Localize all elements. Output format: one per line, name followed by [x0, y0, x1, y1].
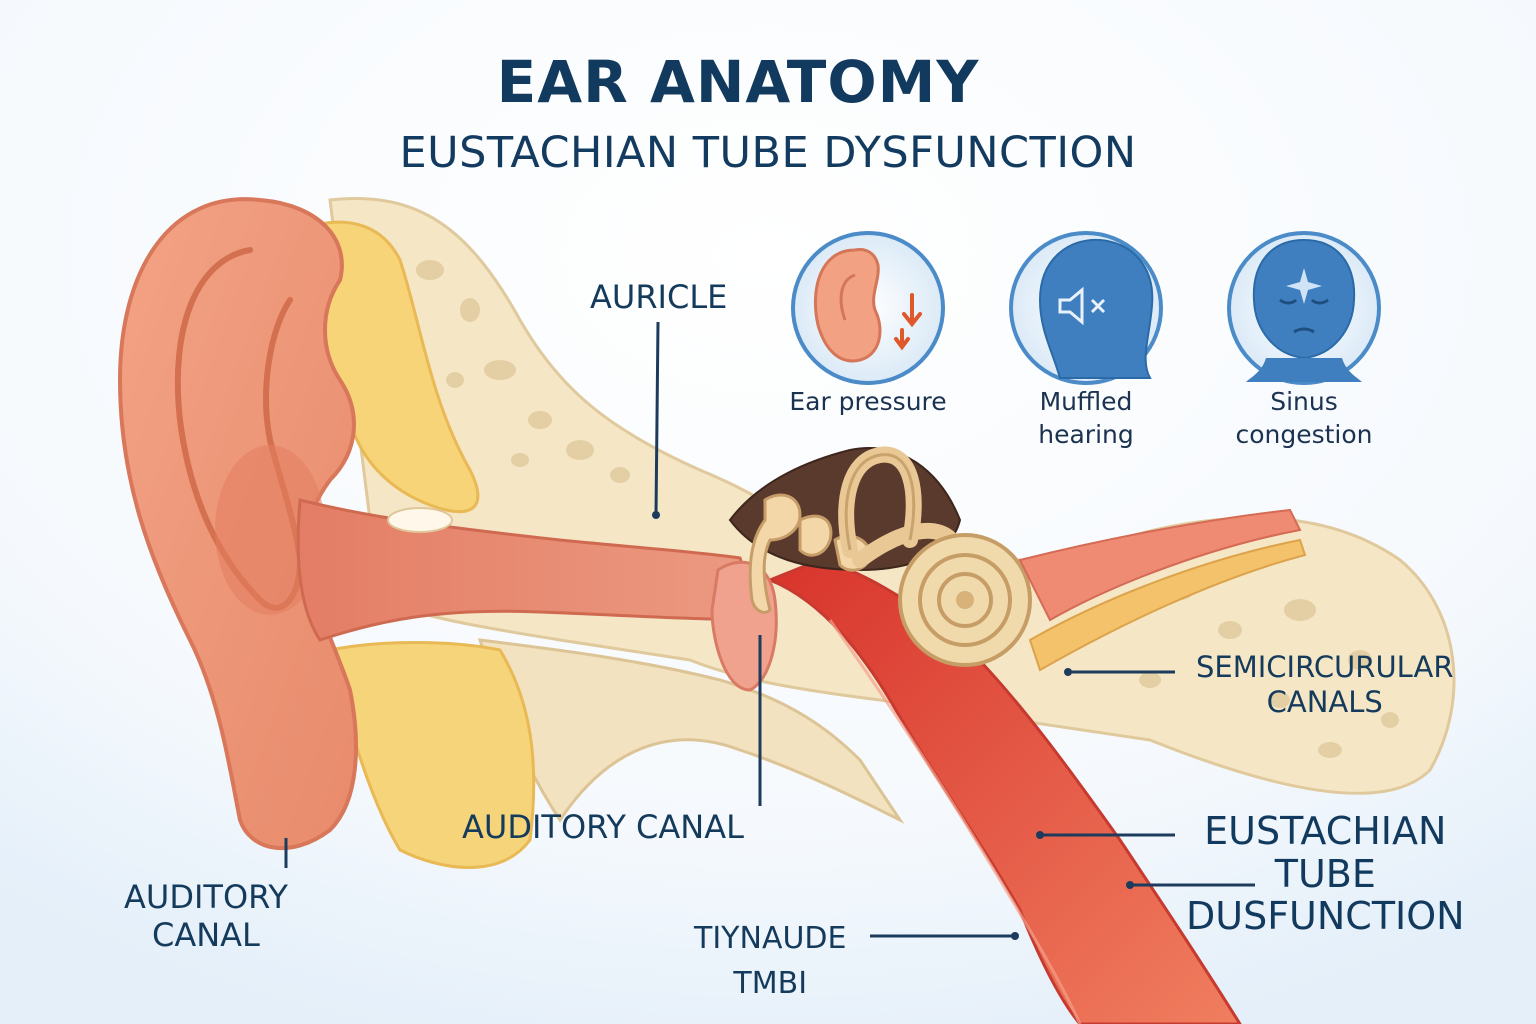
- leader-auricle: [654, 321, 660, 516]
- bone-texture: [416, 260, 1399, 758]
- cartilage-lower: [328, 641, 536, 869]
- symptom-ear-pressure: Ear pressure: [789, 387, 947, 416]
- label-semicircular-canals: SEMICIRCURULAR CANALS: [1196, 650, 1454, 719]
- nerve-band-yellow: [1028, 538, 1307, 672]
- label-eustachian-tube: EUSTACHIAN TUBE DUSFUNCTION: [1186, 809, 1465, 939]
- temporal-bone-lower: [477, 638, 905, 824]
- concha: [215, 445, 325, 615]
- leader-lines: [284, 321, 1255, 938]
- label-auditory-canal-center: AUDITORY CANAL: [462, 808, 744, 846]
- bone-pad: [387, 507, 453, 533]
- ear-pressure-icon: [791, 231, 945, 385]
- sinus-congestion-icon: [1227, 231, 1381, 385]
- label-tympanic: TIYNAUDE TMBI: [694, 921, 847, 1001]
- nerve-bundle: [1018, 508, 1302, 622]
- leader-dots: [652, 511, 1134, 940]
- canal-outline: [844, 453, 916, 551]
- page-subtitle: EUSTACHIAN TUBE DYSFUNCTION: [399, 128, 1137, 178]
- label-auditory-canal-left: AUDITORY CANAL: [124, 878, 288, 955]
- symptom-sinus-congestion: Sinus congestion: [1235, 387, 1373, 449]
- page-title: EAR ANATOMY: [496, 48, 980, 116]
- cochlea: [898, 533, 1032, 667]
- label-auricle: AURICLE: [590, 278, 728, 316]
- symptom-muffled-hearing: Muffled hearing: [1038, 387, 1134, 449]
- muffled-hearing-icon: [1009, 231, 1163, 385]
- tube-highlight: [828, 619, 1082, 1024]
- auditory-canal-shape: [296, 498, 763, 642]
